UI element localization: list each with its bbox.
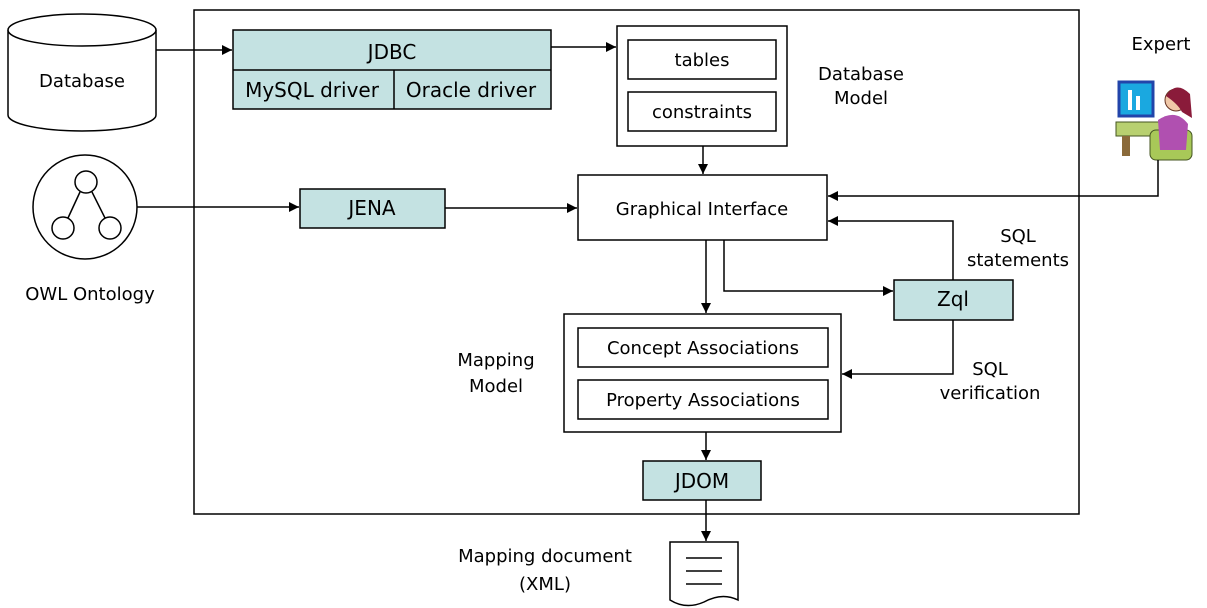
concept-associations-label: Concept Associations bbox=[607, 338, 799, 359]
property-associations-label: Property Associations bbox=[606, 390, 800, 411]
arrow-zql-to-mapping-model bbox=[842, 320, 954, 379]
oracle-driver-label: Oracle driver bbox=[406, 78, 537, 102]
arrow-zql-to-interface bbox=[828, 216, 954, 280]
jdom-label: JDOM bbox=[673, 469, 729, 493]
zql-label: Zql bbox=[937, 287, 969, 311]
sql-statements-line2: statements bbox=[967, 250, 1069, 271]
ontology-icon bbox=[32, 154, 138, 260]
concept-associations-box bbox=[577, 327, 829, 368]
graphical-interface-label: Graphical Interface bbox=[616, 199, 788, 220]
jdbc-component: JDBC MySQL driver Oracle driver bbox=[232, 29, 552, 110]
arrow-expert-to-interface bbox=[828, 160, 1159, 201]
expert-label: Expert bbox=[1132, 34, 1191, 55]
tables-label: tables bbox=[675, 50, 730, 71]
constraints-label: constraints bbox=[652, 102, 752, 123]
constraints-box bbox=[627, 91, 777, 132]
zql-component: Zql bbox=[893, 279, 1014, 321]
jdbc-title: JDBC bbox=[366, 40, 417, 64]
database-cylinder: Database bbox=[7, 13, 157, 132]
sql-verification-line1: SQL bbox=[972, 359, 1008, 380]
mapping-document-line1: Mapping document bbox=[458, 546, 632, 567]
jena-label: JENA bbox=[346, 196, 395, 220]
ontology-label: OWL Ontology bbox=[25, 284, 155, 305]
mysql-driver-label: MySQL driver bbox=[245, 78, 380, 102]
jdom-component: JDOM bbox=[642, 460, 762, 501]
mapping-document-line2: (XML) bbox=[519, 574, 571, 595]
graphical-interface: Graphical Interface bbox=[577, 174, 828, 241]
property-associations-box bbox=[577, 379, 829, 420]
mapping-model: Concept Associations Property Associatio… bbox=[563, 313, 842, 433]
database-model-caption-line1: Database bbox=[818, 64, 904, 85]
sql-statements-line1: SQL bbox=[1000, 226, 1036, 247]
sql-verification-line2: verification bbox=[940, 383, 1041, 404]
mapping-model-caption-line2: Model bbox=[469, 376, 523, 397]
expert-user-icon bbox=[1115, 80, 1193, 161]
arrow-interface-to-zql bbox=[723, 240, 893, 296]
mapping-model-caption-line1: Mapping bbox=[457, 350, 534, 371]
database-model: tables constraints bbox=[616, 25, 788, 147]
document-icon bbox=[669, 541, 739, 607]
database-model-caption-line2: Model bbox=[834, 88, 888, 109]
tables-box bbox=[627, 39, 777, 80]
jena-component: JENA bbox=[299, 188, 446, 229]
database-label: Database bbox=[39, 71, 125, 92]
